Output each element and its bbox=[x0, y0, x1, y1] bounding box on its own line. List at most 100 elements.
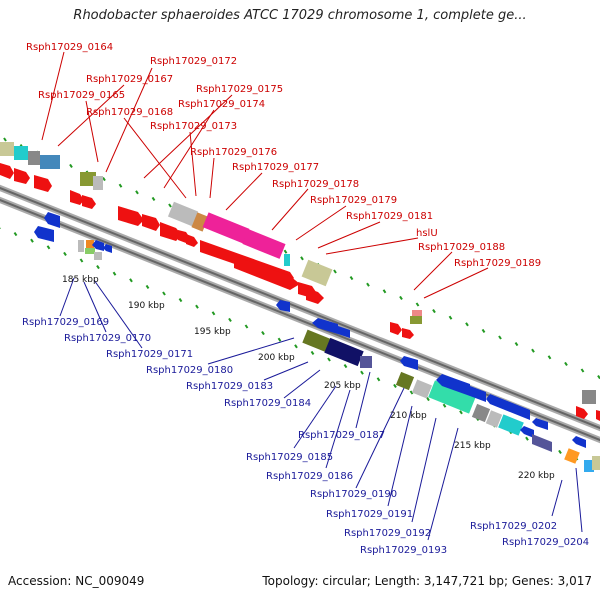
gene-arrow bbox=[572, 436, 586, 448]
tick-mark bbox=[96, 265, 100, 270]
reverse-features bbox=[34, 212, 600, 472]
tick-mark bbox=[129, 278, 133, 283]
tick-mark bbox=[168, 203, 172, 208]
gene-arrow bbox=[306, 288, 324, 304]
scale-label: 215 kbp bbox=[454, 441, 491, 451]
tick-mark bbox=[13, 232, 18, 237]
gene-feature bbox=[582, 390, 596, 404]
tick-mark bbox=[366, 282, 370, 287]
gene-feature bbox=[94, 252, 102, 260]
gene-label: Rsph17029_0176 bbox=[190, 147, 277, 158]
tick-mark bbox=[3, 137, 7, 142]
gene-label: Rsph17029_0164 bbox=[26, 42, 113, 53]
leader-lines bbox=[41, 51, 583, 541]
gene-feature bbox=[80, 172, 96, 186]
tick-mark bbox=[459, 410, 463, 415]
tick-mark bbox=[343, 364, 348, 369]
gene-arrow bbox=[276, 300, 290, 312]
tick-mark bbox=[432, 309, 436, 314]
scale-label: 205 kbp bbox=[324, 381, 361, 391]
gene-feature bbox=[584, 460, 594, 472]
gene-arrow bbox=[14, 168, 30, 184]
tick-mark bbox=[376, 377, 381, 382]
gene-arrow bbox=[532, 418, 548, 430]
forward-features bbox=[0, 142, 600, 421]
gene-arrow bbox=[186, 234, 198, 247]
gene-arrow bbox=[70, 190, 84, 205]
gene-feature bbox=[302, 329, 332, 353]
gene-feature bbox=[40, 155, 60, 169]
gene-label: Rsph17029_0169 bbox=[22, 317, 109, 328]
gene-label: Rsph17029_0191 bbox=[326, 509, 413, 520]
tick-mark bbox=[481, 328, 486, 333]
scale-label: 190 kbp bbox=[128, 301, 165, 311]
gene-label: Rsph17029_0187 bbox=[298, 430, 385, 441]
gene-label: Rsph17029_0167 bbox=[86, 74, 173, 85]
gene-label: Rsph17029_0179 bbox=[310, 195, 397, 206]
tick-mark bbox=[135, 190, 139, 195]
tick-mark bbox=[382, 289, 387, 294]
gene-feature bbox=[592, 456, 600, 470]
gene-arrow bbox=[506, 402, 530, 420]
gene-label: Rsph17029_0202 bbox=[470, 521, 557, 532]
gene-feature bbox=[28, 151, 40, 165]
gene-arrow bbox=[118, 206, 144, 226]
tick-mark bbox=[564, 361, 568, 366]
scale-label: 210 kbp bbox=[390, 411, 427, 421]
gene-label: Rsph17029_0189 bbox=[454, 258, 541, 269]
gene-label: Rsph17029_0183 bbox=[186, 381, 273, 392]
tick-mark bbox=[151, 196, 156, 201]
gene-arrow bbox=[0, 163, 14, 179]
tick-mark bbox=[79, 258, 84, 263]
gene-arrow bbox=[34, 226, 54, 242]
tick-mark bbox=[415, 302, 420, 307]
tick-mark bbox=[409, 390, 414, 395]
gene-feature bbox=[564, 448, 580, 464]
gene-label: Rsph17029_0184 bbox=[224, 398, 311, 409]
gene-feature bbox=[324, 337, 364, 367]
forward-leaders bbox=[41, 51, 489, 299]
tick-mark bbox=[558, 449, 562, 454]
gene-feature bbox=[485, 410, 503, 428]
tick-mark bbox=[112, 271, 117, 276]
gene-feature bbox=[301, 259, 333, 287]
tick-mark bbox=[327, 357, 331, 362]
tick-mark bbox=[244, 324, 249, 329]
gene-arrow bbox=[92, 240, 104, 251]
forward-gene-labels: Rsph17029_0164 Rsph17029_0172 Rsph17029_… bbox=[26, 42, 541, 269]
gene-feature bbox=[284, 254, 290, 266]
gene-feature bbox=[85, 248, 95, 254]
gene-arrow bbox=[44, 212, 60, 228]
gene-feature bbox=[411, 379, 433, 399]
tick-mark bbox=[426, 397, 430, 402]
gene-feature bbox=[498, 414, 524, 436]
gene-arrow bbox=[334, 326, 350, 338]
scale-label: 220 kbp bbox=[518, 471, 555, 481]
gene-feature bbox=[86, 240, 94, 248]
gene-label: Rsph17029_0180 bbox=[146, 365, 233, 376]
gene-label: Rsph17029_0186 bbox=[266, 471, 353, 482]
gene-feature bbox=[395, 371, 415, 391]
gene-arrow bbox=[532, 434, 552, 452]
tick-mark bbox=[448, 315, 453, 320]
map-title: Rhodobacter sphaeroides ATCC 17029 chrom… bbox=[73, 8, 527, 23]
tick-mark bbox=[195, 304, 199, 309]
gene-arrow bbox=[390, 322, 402, 335]
gene-label: Rsph17029_0193 bbox=[360, 545, 447, 556]
tick-mark bbox=[498, 335, 502, 340]
scale-label: 195 kbp bbox=[194, 327, 231, 337]
topology-text: Topology: circular; Length: 3,147,721 bp… bbox=[262, 574, 592, 588]
tick-mark bbox=[277, 337, 282, 342]
tick-mark bbox=[69, 163, 73, 168]
gene-label: Rsph17029_0173 bbox=[150, 121, 237, 132]
tick-mark bbox=[118, 183, 123, 188]
tick-mark bbox=[399, 295, 403, 300]
gene-label: Rsph17029_0188 bbox=[418, 242, 505, 253]
tick-mark bbox=[360, 370, 364, 375]
gene-arrow bbox=[576, 406, 588, 419]
gene-label: Rsph17029_0170 bbox=[64, 333, 151, 344]
gene-label: Rsph17029_0168 bbox=[86, 107, 173, 118]
tick-mark bbox=[525, 436, 529, 441]
